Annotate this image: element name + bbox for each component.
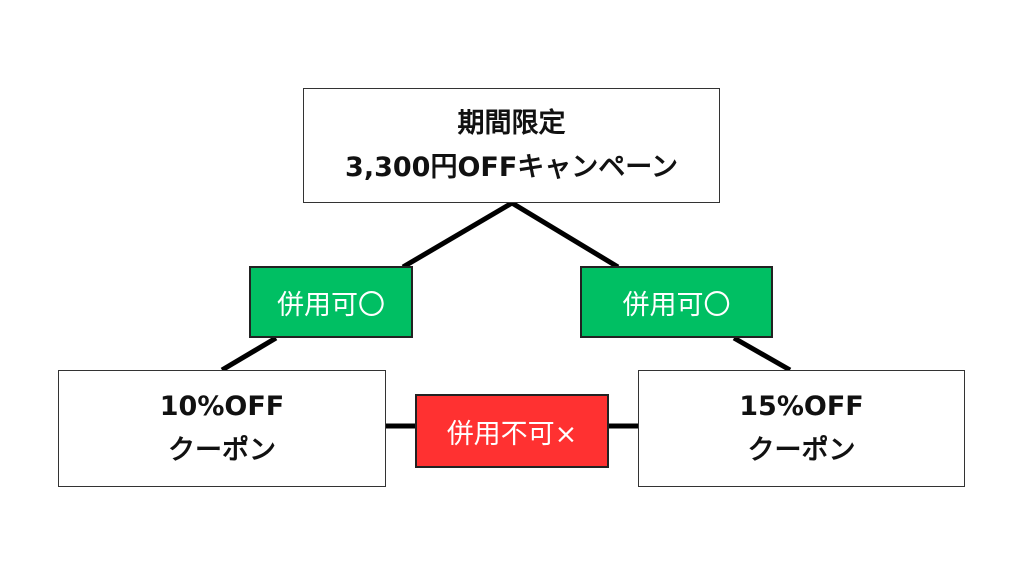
compatible-label: 併用可〇 — [622, 289, 731, 321]
connector-top-right — [510, 200, 620, 270]
coupon-15-box: 15%OFF クーポン — [638, 370, 965, 487]
compatible-tag-left: 併用可〇 — [249, 266, 413, 338]
campaign-box: 期間限定 3,300円OFFキャンペーン — [303, 88, 720, 203]
coupon-15-line2: クーポン — [747, 434, 856, 466]
campaign-line1: 期間限定 — [457, 107, 566, 139]
campaign-line2: 3,300円OFFキャンペーン — [345, 151, 678, 183]
compatible-tag-right: 併用可〇 — [580, 266, 773, 338]
connector-left — [220, 335, 278, 373]
connector-right — [732, 335, 792, 373]
coupon-10-box: 10%OFF クーポン — [58, 370, 386, 487]
connector-top-left — [401, 200, 514, 270]
coupon-10-line1: 10%OFF — [159, 390, 285, 422]
incompatible-label: 併用不可× — [446, 418, 578, 450]
coupon-15-line1: 15%OFF — [739, 390, 864, 422]
coupon-10-line2: クーポン — [168, 434, 276, 466]
compatible-label: 併用可〇 — [277, 289, 385, 321]
incompatible-tag: 併用不可× — [415, 394, 609, 468]
